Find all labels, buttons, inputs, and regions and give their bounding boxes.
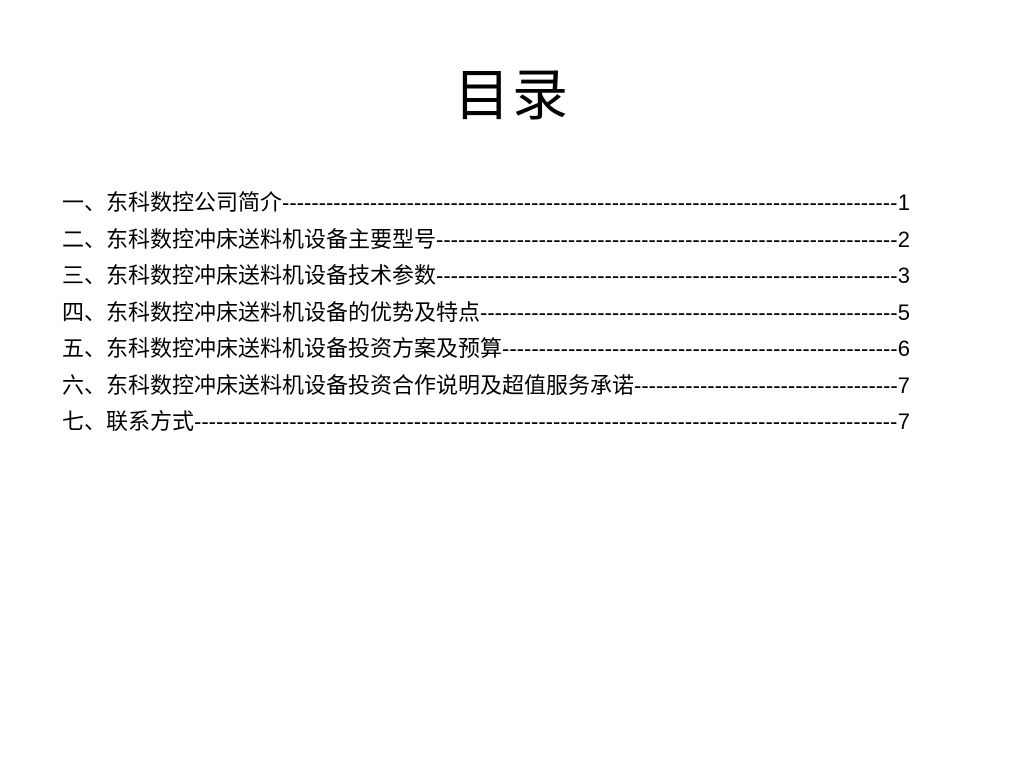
toc-item: 二、东科数控冲床送料机设备主要型号 2 <box>62 222 910 259</box>
toc-item: 七、联系方式 7 <box>62 404 910 441</box>
table-of-contents: 一、东科数控公司简介 1 二、东科数控冲床送料机设备主要型号 2 三、东科数控冲… <box>62 185 910 441</box>
toc-item: 五、东科数控冲床送料机设备投资方案及预算 6 <box>62 331 910 368</box>
toc-item-page: 3 <box>897 263 910 288</box>
toc-item-label: 一、东科数控公司简介 <box>62 191 283 216</box>
toc-item-label: 四、东科数控冲床送料机设备的优势及特点 <box>62 300 481 326</box>
toc-item-label: 三、东科数控冲床送料机设备技术参数 <box>62 264 437 289</box>
toc-item-page: 2 <box>897 226 910 252</box>
toc-item-page: 1 <box>897 190 910 215</box>
toc-leader <box>436 258 898 295</box>
toc-item-page: 7 <box>897 409 910 434</box>
toc-item: 三、东科数控冲床送料机设备技术参数 3 <box>62 258 910 295</box>
toc-leader <box>282 185 898 222</box>
toc-item-page: 5 <box>897 299 910 325</box>
toc-item: 六、东科数控冲床送料机设备投资合作说明及超值服务承诺 7 <box>62 368 910 405</box>
toc-item-label: 七、联系方式 <box>62 410 195 435</box>
toc-item-page: 6 <box>897 336 910 361</box>
page-title: 目录 <box>454 64 570 129</box>
toc-item-page: 7 <box>897 372 910 398</box>
toc-item-label: 二、东科数控冲床送料机设备主要型号 <box>62 227 437 253</box>
toc-item: 一、东科数控公司简介 1 <box>62 185 910 222</box>
toc-item-label: 五、东科数控冲床送料机设备投资方案及预算 <box>62 337 503 362</box>
toc-leader <box>436 222 898 259</box>
toc-leader <box>480 295 898 332</box>
toc-item: 四、东科数控冲床送料机设备的优势及特点 5 <box>62 295 910 332</box>
toc-item-label: 六、东科数控冲床送料机设备投资合作说明及超值服务承诺 <box>62 373 635 399</box>
toc-leader <box>502 331 898 368</box>
toc-leader <box>634 368 898 405</box>
toc-leader <box>194 404 898 441</box>
